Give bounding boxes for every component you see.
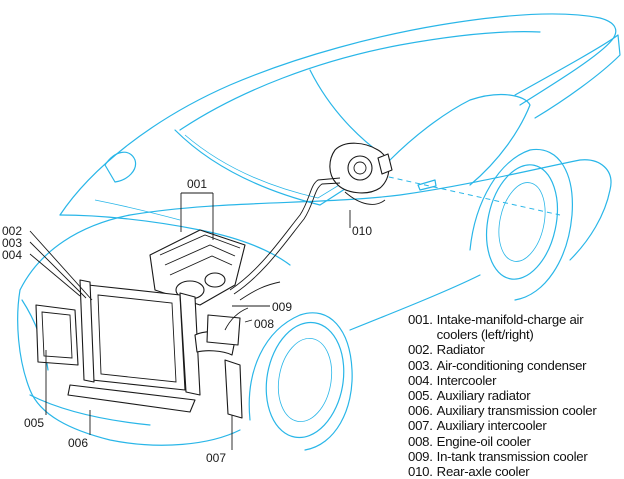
callout-008: 008: [254, 317, 275, 331]
legend-number: 002.: [408, 342, 433, 358]
cooling-components: [35, 142, 393, 419]
callout-010: 010: [352, 224, 373, 238]
legend-number: 005.: [408, 388, 433, 404]
aux-radiator: [35, 304, 79, 366]
legend-item: 007.Auxiliary intercooler: [408, 418, 622, 433]
legend-number: 007.: [408, 418, 433, 434]
callout-004: 004: [2, 248, 23, 262]
callout-002: 002: [2, 224, 23, 238]
callout-leaders: [29, 192, 351, 450]
legend-label: Auxiliary intercooler: [436, 418, 547, 434]
legend-label: Engine-oil cooler: [436, 433, 531, 449]
legend-number: 003.: [408, 357, 433, 373]
intercooler-side: [179, 292, 201, 396]
legend-item: 001.Intake-manifold-charge air coolers (…: [408, 312, 622, 342]
legend-label: Auxiliary radiator: [436, 388, 531, 404]
callout-001: 001: [187, 177, 208, 191]
legend-label: Rear-axle cooler: [436, 464, 530, 479]
legend-item: 005.Auxiliary radiator: [408, 388, 622, 403]
aux-intercooler: [224, 359, 243, 419]
car-body-outline: [17, 13, 621, 451]
legend-item: 006.Auxiliary transmission cooler: [408, 403, 622, 418]
legend-item: 008.Engine-oil cooler: [408, 434, 622, 449]
legend-number: 008.: [408, 433, 433, 449]
legend-item: 009.In-tank transmission cooler: [408, 449, 622, 464]
aux-transmission-cooler: [67, 384, 196, 413]
legend-label: Air-conditioning condenser: [436, 357, 587, 373]
component-legend: 001.Intake-manifold-charge air coolers (…: [408, 312, 622, 479]
legend-number: 010.: [408, 464, 433, 479]
legend-item: 003.Air-conditioning condenser: [408, 358, 622, 373]
legend-label: Radiator: [436, 342, 485, 358]
legend-item: 010.Rear-axle cooler: [408, 464, 622, 479]
callout-009: 009: [272, 300, 293, 314]
callout-006: 006: [68, 436, 89, 450]
legend-number: 009.: [408, 448, 433, 464]
legend-item: 002.Radiator: [408, 342, 622, 357]
callout-005: 005: [24, 416, 45, 430]
legend-label: Intake-manifold-charge air coolers (left…: [436, 312, 584, 343]
legend-number: 006.: [408, 403, 433, 419]
engine-oil-cooler: [206, 314, 241, 346]
legend-item: 004.Intercooler: [408, 373, 622, 388]
legend-number: 004.: [408, 372, 433, 388]
condenser-side: [79, 279, 95, 383]
legend-label: Intercooler: [436, 372, 497, 388]
callout-003: 003: [2, 236, 23, 250]
legend-number: 001.: [408, 312, 433, 327]
callout-007: 007: [206, 451, 227, 465]
legend-label: In-tank transmission cooler: [436, 448, 588, 464]
legend-label: Auxiliary transmission cooler: [436, 403, 597, 419]
